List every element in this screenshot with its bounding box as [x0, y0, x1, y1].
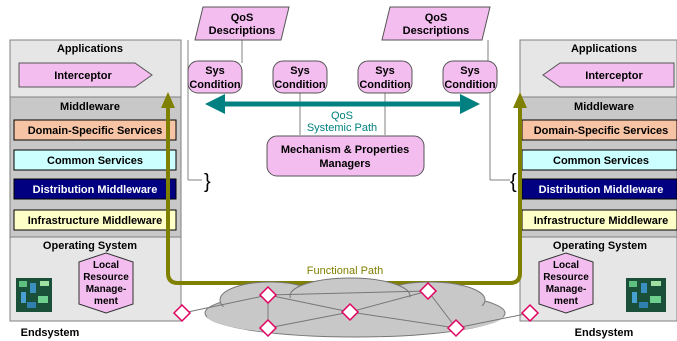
left-chip-image: [16, 278, 52, 312]
router-node: [258, 318, 278, 338]
left-distribution-middleware: [13, 178, 177, 200]
left-interceptor-label: Interceptor: [54, 70, 112, 82]
right-rm-line4: ment: [554, 296, 579, 307]
svg-text:Condition: Condition: [359, 79, 411, 91]
svg-text:Condition: Condition: [274, 79, 326, 91]
right-resource-management: [538, 252, 594, 314]
qos-desc-right-line1: QoS: [425, 12, 448, 24]
left-common-label: Common Services: [47, 155, 143, 167]
right-chip-image: [626, 278, 666, 312]
right-rm-line2: Resource: [543, 272, 589, 283]
right-interceptor-label: Interceptor: [585, 70, 643, 82]
functional-path-arrowhead-left: [161, 92, 175, 108]
sys-condition-3[interactable]: Sys Condition: [357, 60, 413, 94]
right-brace: {: [510, 171, 517, 193]
left-domain-label: Domain-Specific Services: [28, 125, 163, 137]
qos-desc-left-line2: Descriptions: [209, 25, 276, 37]
svg-text:Managers: Managers: [319, 158, 370, 170]
left-os-title: Operating System: [43, 240, 137, 252]
network-cloud: [204, 277, 506, 338]
left-endsystem-label: Endsystem: [21, 327, 80, 339]
router-node: [446, 318, 466, 338]
qos-descriptions-right: QoS Descriptions: [381, 6, 491, 41]
right-middleware-title: Middleware: [574, 101, 634, 113]
svg-text:Sys: Sys: [460, 65, 480, 77]
left-interceptor[interactable]: [18, 62, 153, 88]
router-node: [520, 303, 540, 323]
right-endsystem: Applications Interceptor Middleware Doma…: [519, 39, 677, 339]
left-rm-line4: ment: [94, 296, 119, 307]
left-infrastructure-label: Infrastructure Middleware: [28, 215, 162, 227]
mechanism-properties-managers[interactable]: Mechanism & Properties Managers: [266, 135, 425, 177]
svg-text:Condition: Condition: [444, 79, 496, 91]
qos-desc-left-line1: QoS: [231, 12, 254, 24]
sys-condition-1[interactable]: Sys Condition: [187, 60, 243, 94]
qos-descriptions-left: QoS Descriptions: [194, 6, 290, 41]
systemic-path-label: Systemic Path: [307, 122, 377, 134]
left-domain-specific-services: [13, 119, 177, 141]
right-domain-label: Domain-Specific Services: [534, 125, 669, 137]
right-interceptor[interactable]: [542, 62, 675, 88]
svg-text:Sys: Sys: [375, 65, 395, 77]
left-resource-management: [78, 252, 134, 314]
left-distribution-label: Distribution Middleware: [33, 184, 158, 196]
sys-condition-2[interactable]: Sys Condition: [272, 60, 328, 94]
left-endsystem: Applications Interceptor Middleware Doma…: [9, 39, 182, 339]
router-node: [340, 302, 360, 322]
left-middleware-title: Middleware: [60, 101, 120, 113]
left-rm-line3: Manage-: [86, 284, 127, 295]
left-rm-line1: Local: [93, 260, 119, 271]
right-rm-line3: Manage-: [546, 284, 587, 295]
svg-text:Sys: Sys: [290, 65, 310, 77]
left-brace: }: [204, 171, 211, 193]
right-common-label: Common Services: [553, 155, 649, 167]
qos-desc-right-line2: Descriptions: [403, 25, 470, 37]
svg-text:Mechanism & Properties: Mechanism & Properties: [281, 144, 409, 156]
router-node: [172, 303, 192, 323]
sys-condition-4[interactable]: Sys Condition: [442, 60, 498, 94]
right-infrastructure-label: Infrastructure Middleware: [534, 215, 668, 227]
left-common-services: [13, 149, 177, 171]
functional-path-label: Functional Path: [307, 265, 383, 277]
right-endsystem-label: Endsystem: [575, 327, 634, 339]
right-distribution-label: Distribution Middleware: [539, 184, 664, 196]
functional-path-line: [166, 108, 522, 285]
network-routers: [172, 281, 540, 338]
qos-label: QoS: [331, 110, 353, 122]
router-node: [258, 285, 278, 305]
right-os-title: Operating System: [553, 240, 647, 252]
svg-text:Sys: Sys: [205, 65, 225, 77]
left-applications-title: Applications: [57, 43, 123, 55]
left-rm-line2: Resource: [83, 272, 129, 283]
right-applications-title: Applications: [571, 43, 637, 55]
network-links: [182, 290, 531, 329]
left-infrastructure-middleware: [13, 209, 177, 231]
router-node: [418, 281, 438, 301]
right-rm-line1: Local: [553, 260, 579, 271]
connector-lines: [187, 40, 510, 181]
svg-text:Condition: Condition: [189, 79, 241, 91]
functional-path-arrowhead-right: [513, 92, 527, 108]
